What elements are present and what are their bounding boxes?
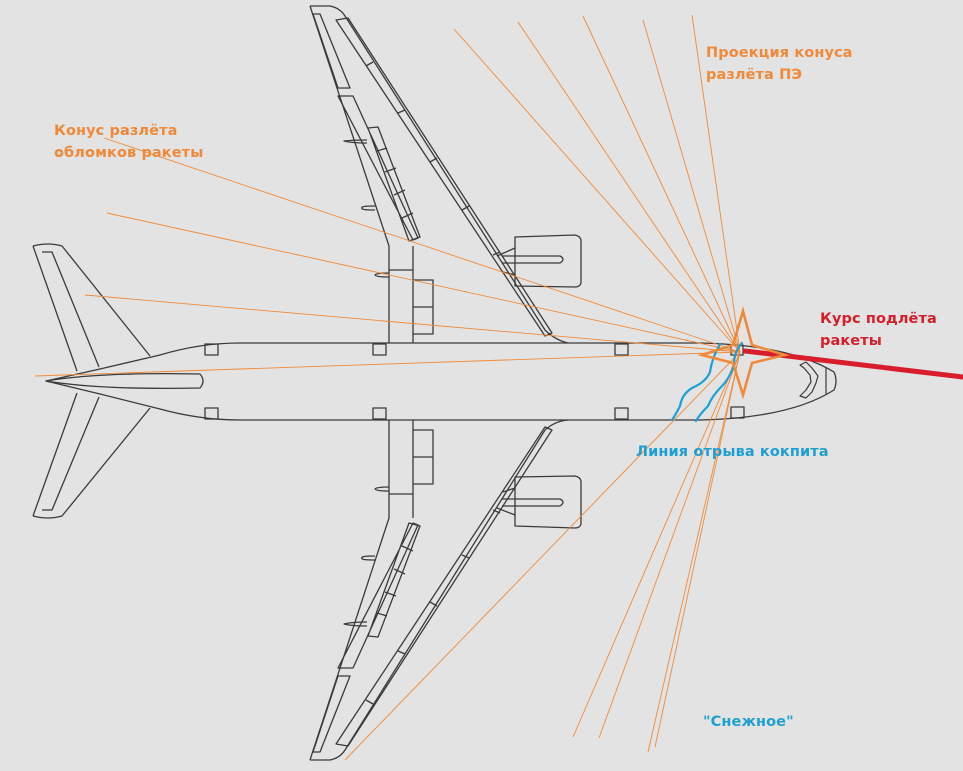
label-location: "Снежное" — [703, 714, 794, 730]
fragment-ray — [691, 14, 741, 353]
wing-upper — [309, 5, 569, 344]
burst-star-icon — [697, 306, 790, 400]
missile-course-line — [742, 348, 963, 380]
fuselage-hatches — [204, 343, 745, 420]
stabilizer-top — [32, 243, 151, 372]
fragment-ray — [642, 19, 741, 353]
wing-lower-fences — [343, 486, 390, 627]
label-missile-course: Курс подлёта ракеты — [820, 308, 937, 352]
wing-upper-root — [389, 269, 434, 335]
tail-cone — [45, 372, 204, 390]
fragment-ray — [453, 28, 741, 353]
fuselage — [45, 342, 837, 421]
stabilizer-bottom — [32, 392, 151, 519]
aircraft-outline — [32, 5, 837, 761]
cockpit-windows — [799, 361, 827, 399]
fragment-ray — [598, 351, 741, 739]
fragment-ray — [654, 351, 741, 748]
fragment-ray — [572, 351, 741, 738]
wing-lower — [309, 419, 569, 761]
fragment-ray — [84, 294, 741, 353]
fragment-ray — [103, 137, 741, 353]
label-line: Проекция конуса — [706, 45, 853, 61]
fragment-ray — [106, 212, 741, 353]
label-line: Курс подлёта — [820, 311, 937, 327]
cockpit-separation-line-2 — [694, 341, 744, 423]
label-line: обломков ракеты — [54, 145, 204, 161]
cockpit-separation-line-1 — [670, 342, 722, 422]
label-line: Конус разлёта — [54, 123, 178, 139]
label-line: ракеты — [820, 333, 882, 349]
fragment-ray — [647, 351, 741, 753]
fragment-ray — [517, 21, 741, 353]
engine-upper — [496, 234, 582, 288]
wing-upper-flaps — [312, 13, 421, 242]
wing-lower-flaps — [312, 522, 421, 753]
label-cockpit-separation: Линия отрыва кокпита — [636, 444, 829, 460]
fragment-ray — [582, 15, 741, 353]
label-line: разлёта ПЭ — [706, 67, 803, 83]
wing-lower-root — [389, 429, 434, 495]
fragment-ray — [34, 351, 741, 377]
engine-lower — [496, 475, 582, 529]
wing-upper-slats — [335, 17, 553, 337]
fragment-ray — [344, 351, 741, 761]
fragment-rays — [34, 14, 741, 761]
wing-lower-slats — [335, 426, 553, 747]
label-debris-cone: Конус разлёта обломков ракеты — [54, 120, 203, 164]
label-pe-cone-projection: Проекция конуса разлёта ПЭ — [706, 42, 853, 86]
